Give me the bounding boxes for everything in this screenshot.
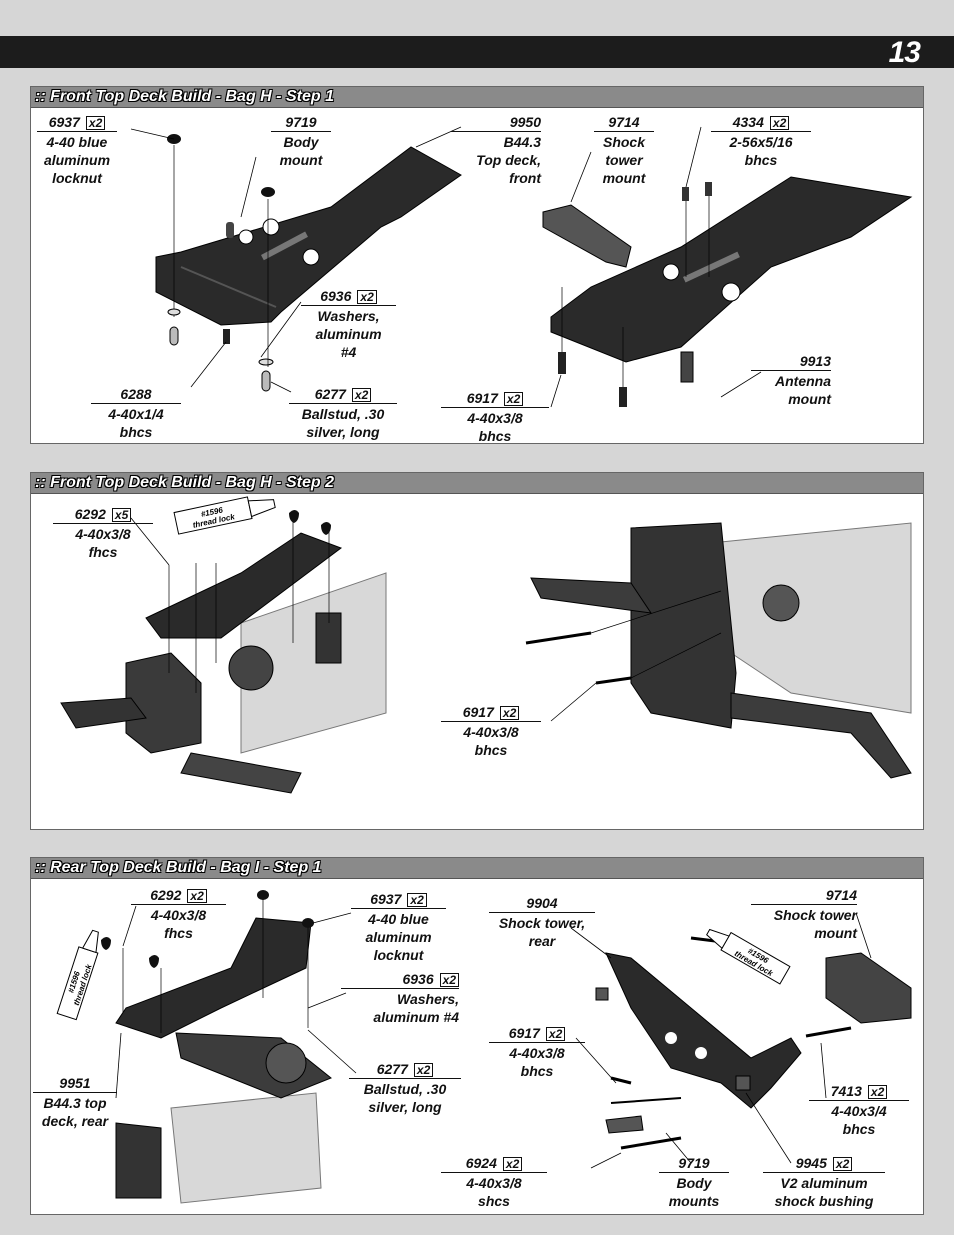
front-top-deck-right-illustration [542,176,913,407]
rear-top-deck-illustration [115,890,332,1204]
step-header [31,858,923,879]
step2-leader-lines [130,517,597,722]
page-header-bar [0,36,954,68]
rear-top-deck-exploded-view: #1596 thread lock #1596 thread lock [56,890,912,1204]
threadlock-bottle-step3: #1596 thread lock [56,929,99,1021]
front-top-deck-exploded-view [130,126,913,408]
threadlock-drop-icon [321,522,331,535]
step-panel-rear-1: :: Rear Top Deck Build - Bag I - Step 1 … [30,857,924,1215]
step3-leader-lines [115,905,872,1169]
step-panel-front-2: :: Front Top Deck Build - Bag H - Step 2… [30,472,924,830]
step-title: :: Front Top Deck Build - Bag H - Step 2 [35,474,334,491]
threadlock-drop-icon [101,937,111,950]
threadlock-bottle-step2: #1596 thread lock [173,496,276,535]
rear-shock-tower-illustration [595,936,912,1150]
step1-leader-lines [130,126,762,408]
threadlock-bottle-step3-right: #1596 thread lock [706,928,791,985]
step-header [31,473,923,494]
step-title: :: Rear Top Deck Build - Bag I - Step 1 [35,859,322,876]
step-title: :: Front Top Deck Build - Bag H - Step 1 [35,88,334,105]
front-deck-install-views: #1596 thread lock [60,496,912,794]
front-assembly-right-illustration [525,522,912,779]
front-assembly-left-illustration [60,518,387,794]
callout-9904: 9904 Shock tower,rear [489,894,595,950]
threadlock-drop-icon [149,955,159,968]
step-header [31,87,923,108]
page-number: 13 [888,36,921,69]
step-panel-front-1: :: Front Top Deck Build - Bag H - Step 1 [30,86,924,444]
threadlock-drop-icon [289,510,299,523]
front-top-deck-left-illustration [155,134,462,392]
